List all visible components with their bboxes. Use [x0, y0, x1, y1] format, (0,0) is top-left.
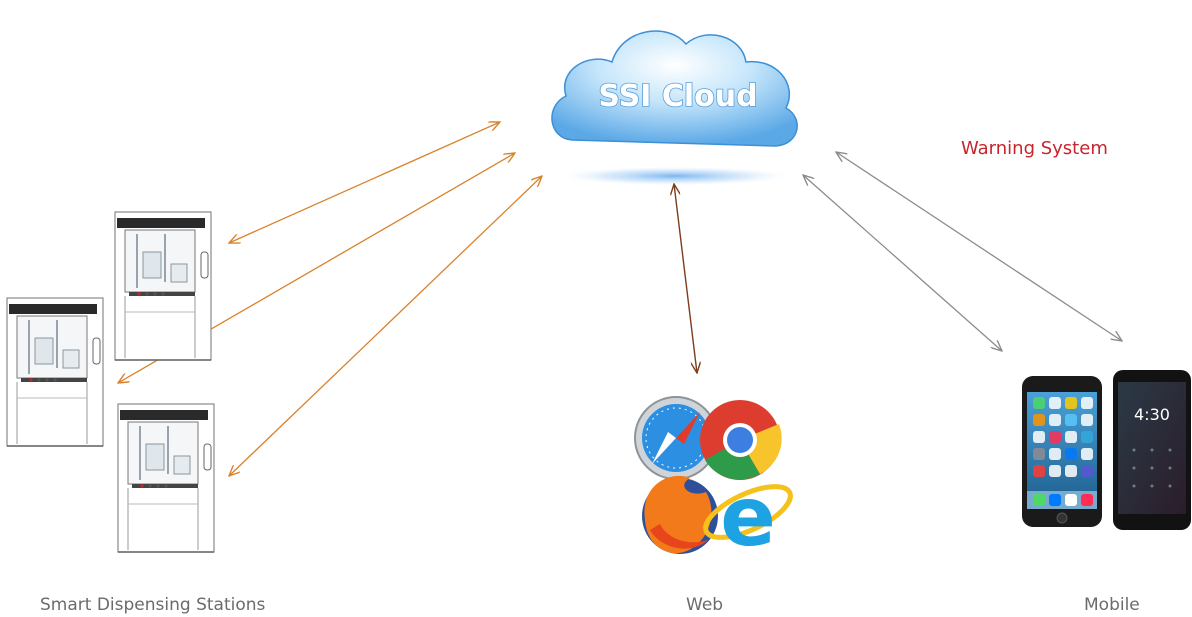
iphone-icon: [1022, 376, 1102, 527]
mobile-label: Mobile: [1084, 595, 1140, 615]
cloud-icon: SSI Cloud: [551, 30, 798, 186]
arrow-cloud-iphone: [803, 175, 1002, 351]
cloud-title: SSI Cloud: [598, 79, 757, 114]
android-clock: 4:30: [1134, 405, 1170, 424]
internet-explorer-icon: e: [703, 470, 793, 565]
arrow-cloud-android: [836, 152, 1122, 341]
svg-text:e: e: [720, 470, 776, 565]
dispensing-station-icon: [6, 297, 104, 447]
warning-system-label: Warning System: [961, 138, 1108, 159]
arrow-cloud-web: [674, 184, 697, 373]
arrow-cloud-station-top: [229, 122, 500, 243]
dispensing-stations: [6, 211, 215, 553]
web-label: Web: [686, 595, 724, 615]
android-phone-icon: 4:30: [1113, 370, 1191, 530]
arrow-cloud-station-bottom: [229, 176, 542, 476]
chrome-icon: [700, 400, 782, 480]
dispensing-station-icon: [117, 403, 215, 553]
firefox-icon: [642, 475, 718, 554]
stations-label: Smart Dispensing Stations: [40, 595, 266, 615]
mobile-connectors: [803, 152, 1122, 351]
dispensing-station-icon: [114, 211, 212, 361]
browser-icons: e: [634, 396, 793, 565]
